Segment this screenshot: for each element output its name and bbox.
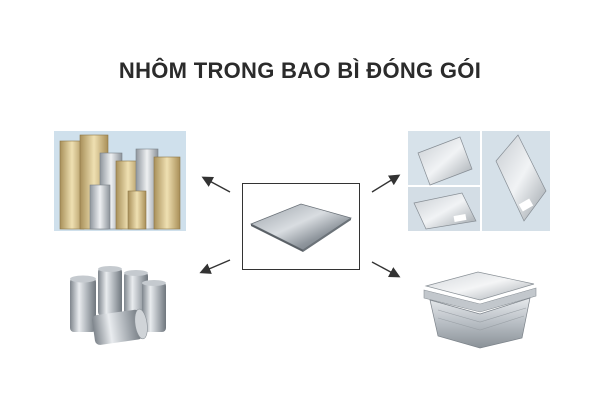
aluminium-cans-image — [64, 264, 172, 354]
foil-envelopes-image — [408, 131, 550, 231]
foil-food-tray-image — [414, 264, 542, 352]
foil-pouches-image — [54, 131, 186, 231]
arrow-to-foil-envelopes — [371, 174, 401, 193]
arrow-to-foil-food-tray — [371, 261, 401, 278]
aluminium-sheet-image — [250, 203, 352, 252]
arrow-to-aluminium-cans — [199, 259, 231, 274]
page-title: NHÔM TRONG BAO BÌ ĐÓNG GÓI — [118, 58, 482, 83]
arrow-to-foil-pouches — [201, 176, 231, 193]
center-aluminium-sheet-box — [242, 183, 360, 270]
